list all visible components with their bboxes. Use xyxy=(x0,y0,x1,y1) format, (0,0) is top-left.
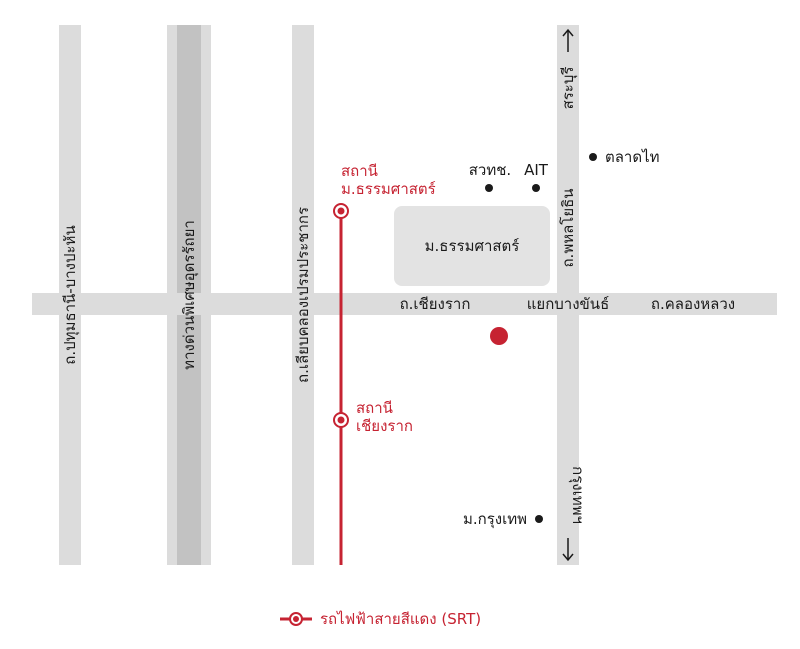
bangkok-univ-label: ม.กรุงเทพ xyxy=(463,510,527,529)
bang-khan-junction-label: แยกบางขันธ์ xyxy=(527,295,609,313)
khlong-luang-road-label: ถ.คลองหลวง xyxy=(651,295,735,313)
arrow-up-icon xyxy=(562,28,574,52)
ait-label: AIT xyxy=(524,161,549,179)
thammasat-campus xyxy=(394,206,550,286)
station-chiang-rak-line1: สถานี xyxy=(356,399,393,417)
legend-label: รถไฟฟ้าสายสีแดง (SRT) xyxy=(320,610,482,628)
canal-side-road-label: ถ.เลียบคลองเปรมประชากร xyxy=(294,207,312,383)
nstda-label: สวทช. xyxy=(469,161,511,179)
phahonyothin-road-label: ถ.พหลโยธิน xyxy=(559,188,577,267)
direction-north-label: สระบุรี xyxy=(559,67,578,110)
nstda-dot xyxy=(485,184,493,192)
station-thammasat-line2: ม.ธรรมศาสตร์ xyxy=(341,180,436,198)
station-thammasat-line1: สถานี xyxy=(341,162,378,180)
pathum-thani-road-label: ถ.ปทุมธานี-บางปะหัน xyxy=(61,225,80,364)
thammasat-campus-label: ม.ธรรมศาสตร์ xyxy=(425,237,520,255)
ait-dot xyxy=(532,184,540,192)
expressway-label: ทางด่วนพิเศษอุดรรัถยา xyxy=(180,220,199,370)
arrow-down-icon xyxy=(562,538,574,562)
location-pin[interactable] xyxy=(490,327,508,345)
chiang-rak-road-label: ถ.เชียงราก xyxy=(400,295,471,313)
bangkok-univ-dot xyxy=(535,515,543,523)
talad-thai-dot xyxy=(589,153,597,161)
red-line-legend-icon xyxy=(280,612,312,626)
station-chiang-rak-marker[interactable] xyxy=(333,412,349,428)
road-chiang-rak xyxy=(32,293,777,315)
map-legend: รถไฟฟ้าสายสีแดง (SRT) xyxy=(280,608,481,630)
station-thammasat-marker[interactable] xyxy=(333,203,349,219)
talad-thai-label: ตลาดไท xyxy=(605,148,660,166)
direction-south-label: กรุงเทพฯ xyxy=(568,466,587,524)
station-chiang-rak-line2: เชียงราก xyxy=(356,417,413,435)
